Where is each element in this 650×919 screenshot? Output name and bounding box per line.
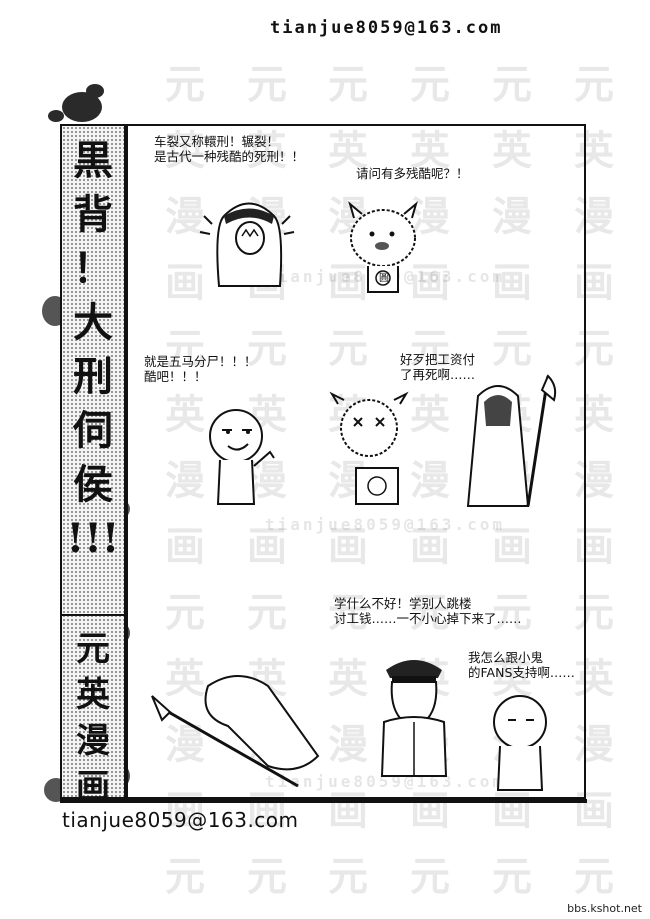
title-char: 大 bbox=[73, 299, 113, 346]
horned-character bbox=[348, 201, 418, 293]
watermark-char: 元 bbox=[492, 61, 532, 108]
title-divider bbox=[62, 614, 124, 616]
comic-panel: 车裂又称轘刑！辗裂！ 是古代一种残酷的死刑！！ 请问有多残酷呢？！ 圓 就是五马… bbox=[126, 124, 586, 799]
bottom-rule bbox=[60, 799, 587, 803]
watermark-char: 元 bbox=[247, 61, 287, 108]
title-char: !!! bbox=[66, 515, 120, 562]
watermark-char: 元 bbox=[410, 853, 450, 900]
author-char: 元 bbox=[76, 629, 110, 669]
title-column: 黒背 ！ 大刑伺侯!!! 元英漫画 bbox=[60, 124, 126, 807]
flattened-character bbox=[151, 675, 320, 788]
dialog-2: 请问有多残酷呢？！ bbox=[356, 166, 469, 181]
ink-splat bbox=[48, 110, 64, 122]
dialog-6: 我怎么跟小鬼 的FANS支持啊…… bbox=[468, 650, 575, 680]
watermark-char: 元 bbox=[165, 61, 205, 108]
dialog-4: 好歹把工资付 了再死啊…… bbox=[400, 352, 476, 382]
title-char: 刑 bbox=[73, 353, 113, 400]
header-email: tianjue8059@163.com bbox=[270, 18, 503, 38]
watermark-char: 元 bbox=[165, 853, 205, 900]
watermark-char: 元 bbox=[328, 853, 368, 900]
comic-title: 黒背 ！ 大刑伺侯!!! bbox=[62, 134, 124, 566]
title-char: 背 bbox=[73, 191, 113, 238]
plain-character bbox=[493, 695, 547, 791]
author-name: 元英漫画 bbox=[62, 626, 124, 810]
stamp-label: 圓 bbox=[379, 273, 389, 284]
watermark-char: 元 bbox=[492, 853, 532, 900]
screaming-character bbox=[199, 202, 295, 287]
author-char: 漫 bbox=[76, 721, 110, 761]
watermark-char: 元 bbox=[247, 853, 287, 900]
author-char: 英 bbox=[76, 675, 110, 715]
stamp-box bbox=[355, 467, 399, 505]
watermark-char: 元 bbox=[574, 61, 614, 108]
watermark-char: 元 bbox=[410, 61, 450, 108]
knocked-out-character bbox=[329, 391, 409, 457]
ink-splat bbox=[86, 84, 104, 98]
smug-character bbox=[209, 409, 275, 505]
dialog-5: 学什么不好！学别人跳楼 讨工钱……一不小心掉下来了…… bbox=[334, 596, 522, 626]
watermark-char: 元 bbox=[574, 853, 614, 900]
officer-character bbox=[380, 660, 448, 777]
title-char: 侯 bbox=[73, 461, 113, 508]
grim-reaper-character bbox=[466, 374, 557, 507]
source-watermark: bbs.kshot.net bbox=[567, 902, 642, 915]
title-char: 伺 bbox=[73, 407, 113, 454]
dialog-1: 车裂又称轘刑！辗裂！ 是古代一种残酷的死刑！！ bbox=[154, 134, 305, 164]
title-char: ！ bbox=[73, 245, 113, 292]
watermark-email: tianjue8059@163.com bbox=[265, 515, 506, 534]
watermark-char: 元 bbox=[328, 61, 368, 108]
dialog-3: 就是五马分尸！！！ 酷吧！！！ bbox=[144, 354, 257, 384]
author-char: 画 bbox=[76, 767, 110, 807]
title-char: 黒 bbox=[73, 137, 113, 184]
footer-email: tianjue8059@163.com bbox=[62, 808, 299, 832]
